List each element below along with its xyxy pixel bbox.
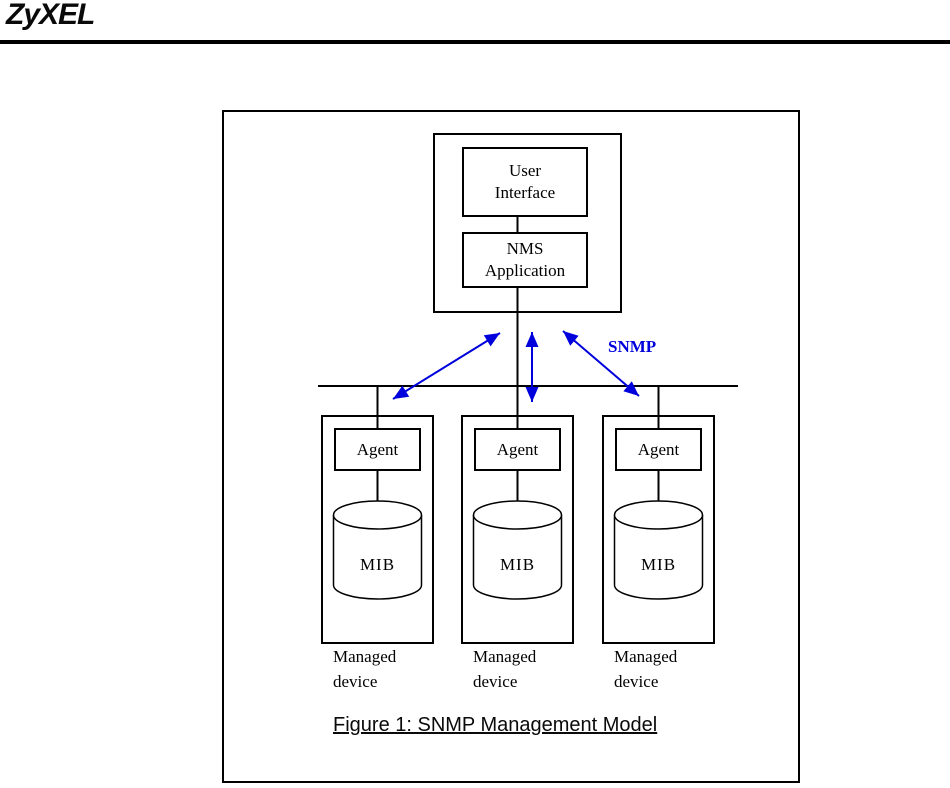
snmp-figure: User Interface NMS Application Agent Age… (222, 110, 800, 783)
managed-device-label-1: Managed device (333, 647, 397, 691)
figure-frame-border (222, 110, 800, 783)
nms-application-box: NMS Application (462, 232, 588, 288)
user-interface-box: User Interface (462, 147, 588, 217)
nms-application-label: NMS Application (484, 239, 566, 280)
agent-label: Agent (496, 439, 539, 459)
agent-box-2: Agent (474, 428, 561, 471)
figure-caption: Figure 1: SNMP Management Model (333, 714, 658, 736)
header-rule (0, 40, 950, 44)
nms-station-box (433, 133, 622, 313)
agent-box-1: Agent (334, 428, 421, 471)
managed-device-label-2: Managed device (473, 647, 537, 691)
user-interface-label: User Interface (494, 161, 556, 202)
managed-device-label-3: Managed device (614, 647, 678, 691)
agent-label: Agent (356, 439, 399, 459)
snmp-label: SNMP (608, 337, 657, 356)
agent-label: Agent (637, 439, 680, 459)
agent-box-3: Agent (615, 428, 702, 471)
zyxel-logo: ZyXEL (6, 0, 95, 31)
